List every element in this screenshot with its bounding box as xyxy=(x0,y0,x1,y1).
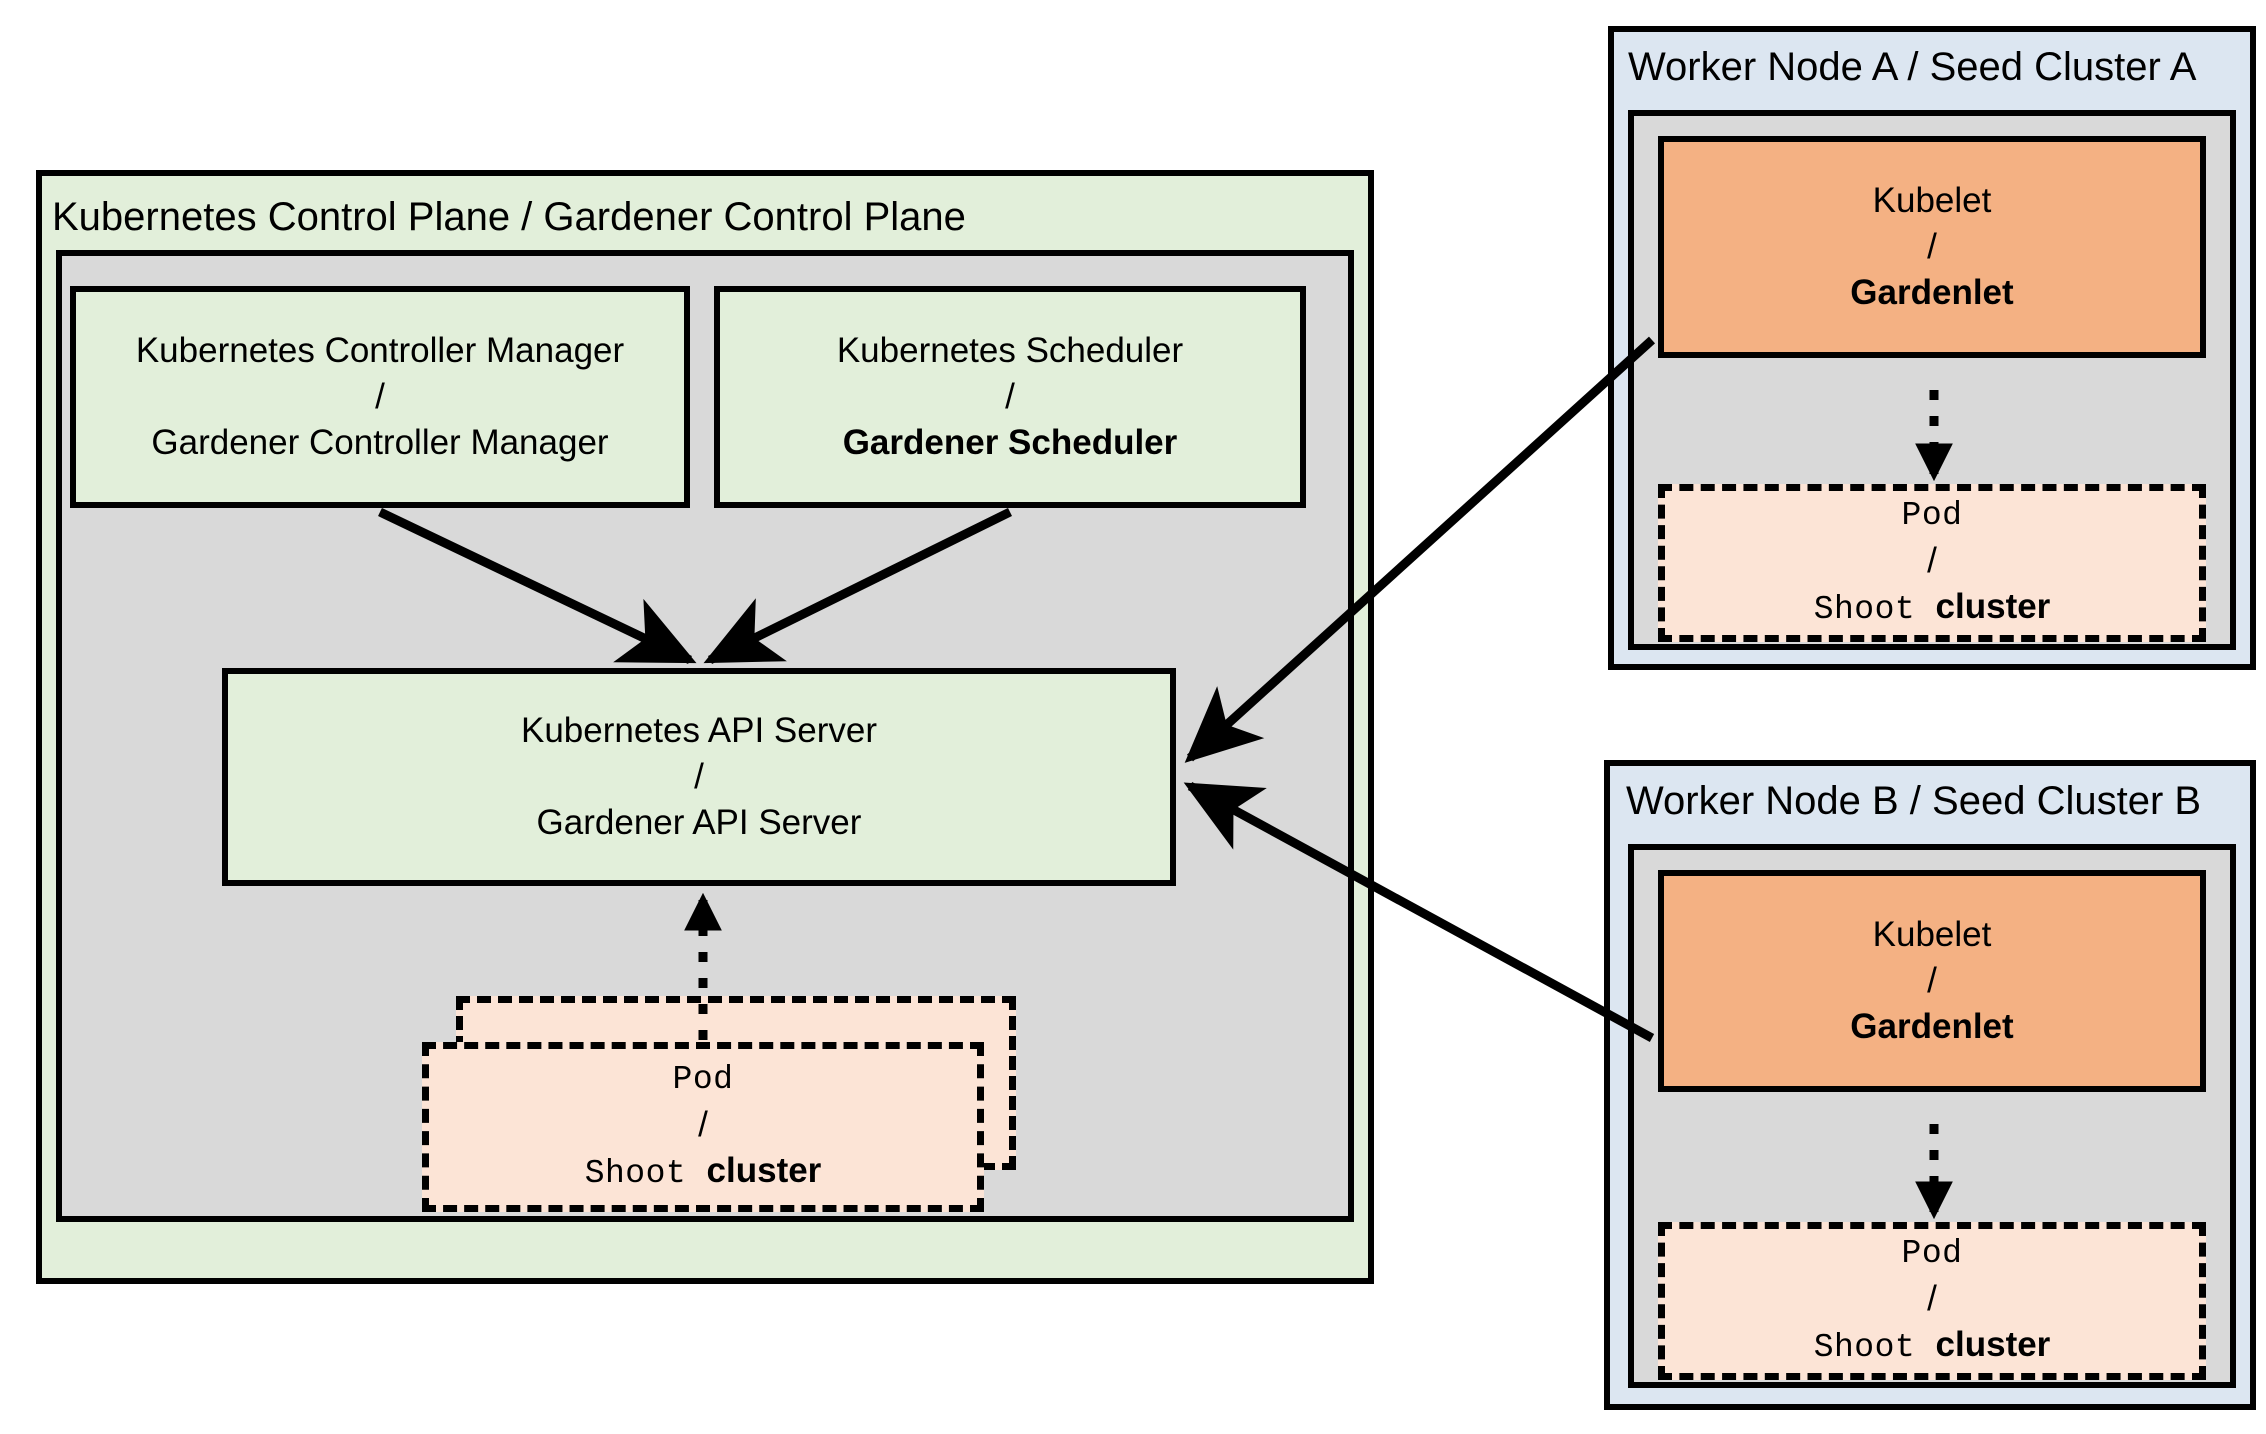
scheduler-line2: Gardener Scheduler xyxy=(842,423,1178,463)
seed-b-pod-separator: / xyxy=(1927,1278,1937,1318)
seed-a-pod-separator: / xyxy=(1927,540,1937,580)
control-plane-pod-separator: / xyxy=(698,1104,708,1144)
seed-b-kubelet-line2: Gardenlet xyxy=(1850,1007,2014,1047)
control-plane-pod-cluster-word: cluster xyxy=(706,1151,822,1191)
seed-cluster-a-title: Worker Node A / Seed Cluster A xyxy=(1628,45,2197,89)
control-plane-pod-shoot-word: Shoot xyxy=(584,1155,687,1193)
controller-manager-separator: / xyxy=(375,376,385,416)
seed-a-pod-shoot-word: Shoot xyxy=(1813,591,1916,629)
api-server-line1: Kubernetes API Server xyxy=(520,710,878,750)
control-plane-pod-box[interactable]: Pod / Shoot cluster xyxy=(422,1042,984,1212)
seed-b-pod-line1: Pod xyxy=(1901,1235,1963,1273)
seed-cluster-b-title: Worker Node B / Seed Cluster B xyxy=(1626,779,2202,823)
control-plane-title: Kubernetes Control Plane / Gardener Cont… xyxy=(52,195,966,239)
seed-b-pod-shoot-word: Shoot xyxy=(1813,1329,1916,1367)
seed-a-pod-line2: Shoot cluster xyxy=(1814,584,2051,632)
seed-a-pod-cluster-word: cluster xyxy=(1935,587,2051,627)
controller-manager-line2: Gardener Controller Manager xyxy=(151,423,609,463)
seed-b-kubelet-line1: Kubelet xyxy=(1872,914,1992,954)
seed-b-pod-line2: Shoot cluster xyxy=(1814,1322,2051,1370)
kubernetes-controller-manager-box[interactable]: Kubernetes Controller Manager / Gardener… xyxy=(70,286,690,508)
seed-cluster-a-kubelet-box[interactable]: Kubelet / Gardenlet xyxy=(1658,136,2206,358)
seed-a-kubelet-line1: Kubelet xyxy=(1872,180,1992,220)
seed-a-kubelet-separator: / xyxy=(1927,226,1937,266)
seed-a-pod-line1: Pod xyxy=(1901,497,1963,535)
scheduler-separator: / xyxy=(1005,376,1015,416)
seed-b-kubelet-separator: / xyxy=(1927,960,1937,1000)
seed-cluster-b-kubelet-box[interactable]: Kubelet / Gardenlet xyxy=(1658,870,2206,1092)
seed-cluster-a-pod-box[interactable]: Pod / Shoot cluster xyxy=(1658,484,2206,642)
seed-b-pod-cluster-word: cluster xyxy=(1935,1325,2051,1365)
seed-a-kubelet-line2: Gardenlet xyxy=(1850,273,2014,313)
scheduler-line1: Kubernetes Scheduler xyxy=(836,330,1184,370)
kubernetes-scheduler-box[interactable]: Kubernetes Scheduler / Gardener Schedule… xyxy=(714,286,1306,508)
api-server-line2: Gardener API Server xyxy=(536,803,862,843)
controller-manager-line1: Kubernetes Controller Manager xyxy=(135,330,625,370)
control-plane-pod-line1: Pod xyxy=(672,1061,734,1099)
seed-cluster-b-pod-box[interactable]: Pod / Shoot cluster xyxy=(1658,1222,2206,1380)
control-plane-pod-line2: Shoot cluster xyxy=(585,1148,822,1196)
kubernetes-api-server-box[interactable]: Kubernetes API Server / Gardener API Ser… xyxy=(222,668,1176,886)
api-server-separator: / xyxy=(694,756,704,796)
